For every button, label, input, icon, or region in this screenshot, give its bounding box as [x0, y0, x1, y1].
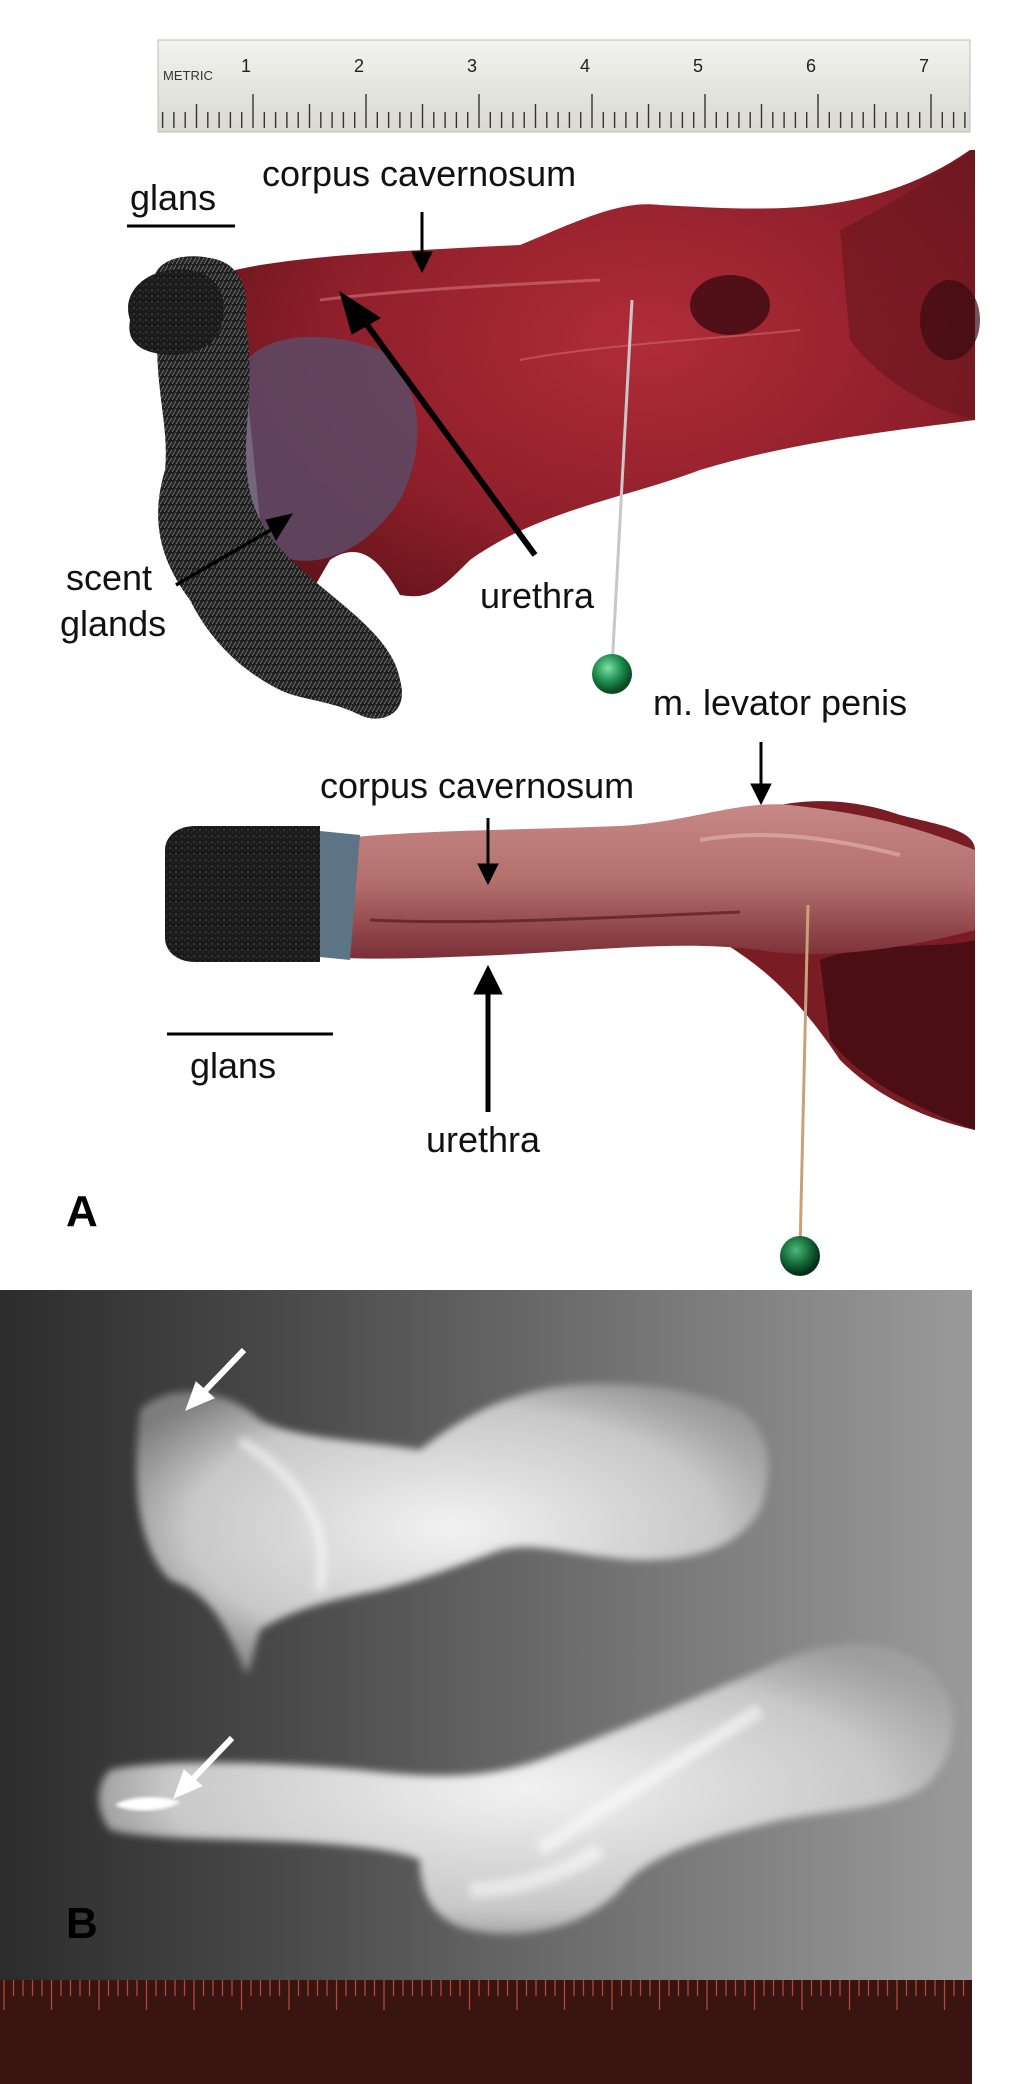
- ruler-number: 4: [580, 56, 590, 76]
- fur-top: [153, 256, 402, 719]
- panel-a-photo: METRIC 1 2 3 4 5 6 7: [127, 39, 980, 1276]
- xray-specimen-top: [136, 1383, 769, 1673]
- pin-shaft-bottom: [798, 904, 810, 1251]
- xray-ruler: [0, 1980, 972, 2084]
- shaft-tissue: [345, 804, 975, 959]
- ruler-ticks: [161, 94, 966, 128]
- label-urethra-bottom: urethra: [426, 1119, 541, 1160]
- glans-bottom-tissue: [165, 826, 320, 962]
- baculum: [115, 1797, 180, 1811]
- scent-glands-tissue: [226, 336, 418, 561]
- ruler: METRIC 1 2 3 4 5 6 7: [157, 39, 971, 133]
- label-m-levator-penis: m. levator penis: [653, 682, 908, 723]
- xray-arrows: [173, 1347, 247, 1799]
- ruler-number: 7: [919, 56, 929, 76]
- xray-ruler-ticks: [3, 1980, 965, 2010]
- ruler-number: 5: [693, 56, 703, 76]
- annotation-arrows-top: [127, 212, 538, 587]
- ruler-number: 6: [806, 56, 816, 76]
- panel-a: METRIC 1 2 3 4 5 6 7: [60, 39, 980, 1276]
- label-glans-bottom: glans: [190, 1045, 277, 1086]
- panel-letter-b: B: [66, 1899, 98, 1948]
- specimen-top: [127, 150, 980, 719]
- panel-b: B: [0, 1290, 1025, 2084]
- annotation-arrows-bottom: [167, 742, 772, 1112]
- glans-top-tissue: [128, 269, 224, 355]
- label-corpus-cavernosum-bottom: corpus cavernosum: [320, 765, 635, 806]
- pin-shaft-top: [610, 299, 634, 669]
- ruler-brand: METRIC: [163, 68, 213, 83]
- pin-head-bottom: [780, 1236, 820, 1276]
- ruler-numbers: 1 2 3 4 5 6 7: [241, 56, 929, 76]
- label-urethra-top: urethra: [480, 575, 595, 616]
- pin-head-top: [592, 654, 632, 694]
- ruler-number: 3: [467, 56, 477, 76]
- label-glans-top: glans: [130, 177, 217, 218]
- panel-letter-a: A: [66, 1187, 98, 1236]
- label-corpus-cavernosum-top: corpus cavernosum: [262, 153, 577, 194]
- label-scent-glands-line2: glands: [60, 603, 167, 644]
- xray-specimen-bottom: [98, 1643, 954, 1934]
- panel-b-xray: [0, 1290, 972, 2084]
- specimen-bottom: [165, 742, 975, 1276]
- ruler-number: 1: [241, 56, 251, 76]
- ruler-number: 2: [354, 56, 364, 76]
- label-scent-glands-line1: scent: [66, 557, 153, 598]
